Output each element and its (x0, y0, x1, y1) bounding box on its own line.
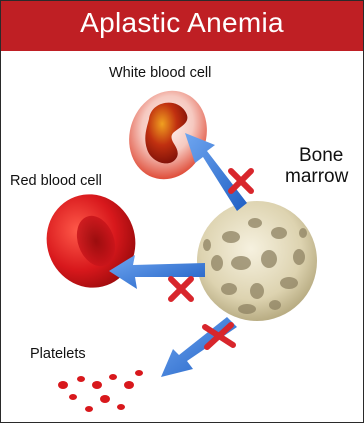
bone-marrow-label-line1: Bone (299, 145, 343, 167)
arrow-to-white-blood-cell (185, 133, 247, 211)
red-blood-cell-label: Red blood cell (10, 173, 102, 189)
bone-marrow-label-line2: marrow (285, 166, 348, 188)
bone-marrow-icon (197, 201, 317, 321)
platelets-icon (58, 370, 143, 412)
cross-icon-white-blood-cell (231, 171, 251, 191)
white-blood-cell-icon (117, 80, 219, 191)
white-blood-cell-label: White blood cell (109, 65, 211, 81)
platelets-label: Platelets (30, 346, 86, 362)
cross-icon-red-blood-cell (171, 279, 191, 299)
